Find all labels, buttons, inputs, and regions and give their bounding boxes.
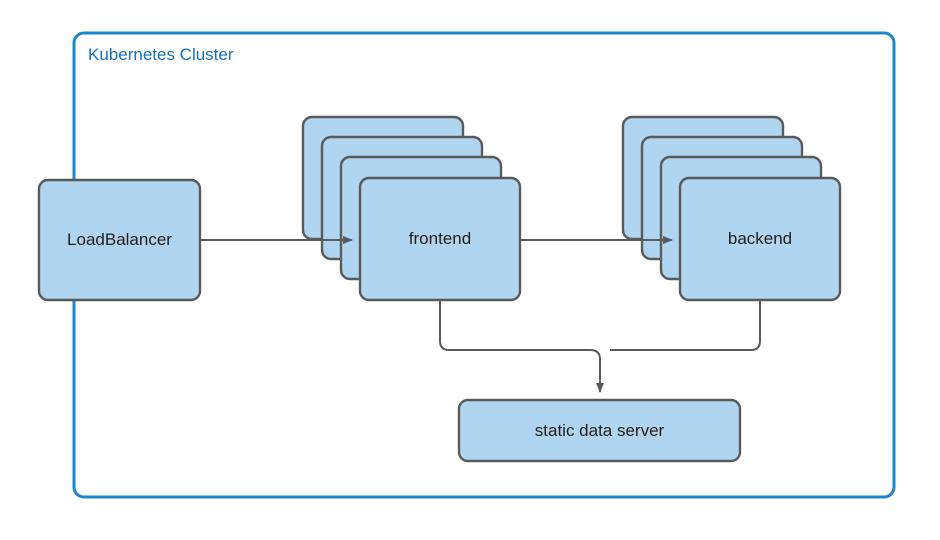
node-static-data-server[interactable] <box>457 398 742 463</box>
edge-merge-to-static-arrow <box>589 349 604 393</box>
node-backend[interactable] <box>678 176 842 302</box>
edge-frontend-to-static <box>439 300 590 351</box>
edge-backend-to-static <box>610 300 761 351</box>
node-loadbalancer[interactable] <box>37 178 202 302</box>
node-frontend[interactable] <box>358 176 522 302</box>
cluster-title: Kubernetes Cluster <box>88 45 234 64</box>
